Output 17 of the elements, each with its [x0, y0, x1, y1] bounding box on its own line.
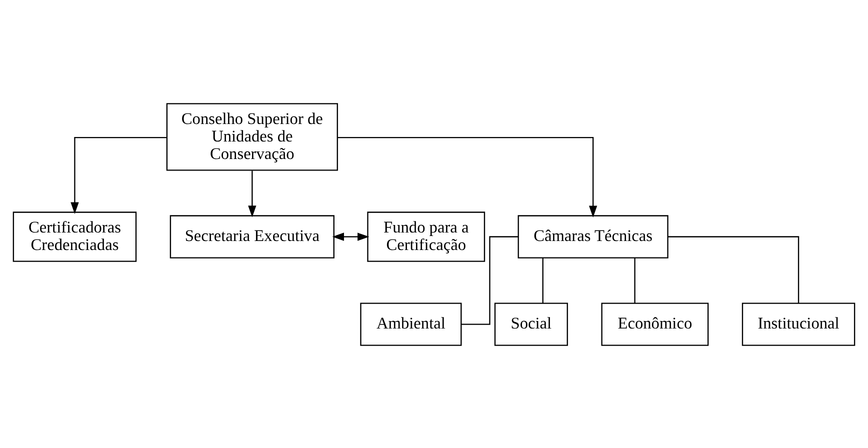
- node-box: Social: [494, 302, 568, 346]
- connector: [668, 236, 800, 303]
- node-box: Certificadoras Credenciadas: [12, 211, 137, 262]
- node-box: Câmaras Técnicas: [518, 214, 668, 258]
- connector: [542, 257, 544, 302]
- arrow: [248, 170, 256, 217]
- node-box: Secretaria Executiva: [170, 214, 334, 258]
- node-box: Fundo para a Certificação: [367, 211, 486, 262]
- node-box: Econômico: [601, 302, 709, 346]
- node-box: Ambiental: [360, 302, 462, 346]
- node-box: Institucional: [742, 302, 856, 346]
- arrow: [70, 136, 167, 214]
- connector: [634, 257, 636, 302]
- connector: [461, 236, 518, 324]
- arrow: [338, 136, 598, 217]
- arrow: [332, 232, 370, 240]
- node-box: Conselho Superior de Unidades de Conservação: [166, 102, 338, 170]
